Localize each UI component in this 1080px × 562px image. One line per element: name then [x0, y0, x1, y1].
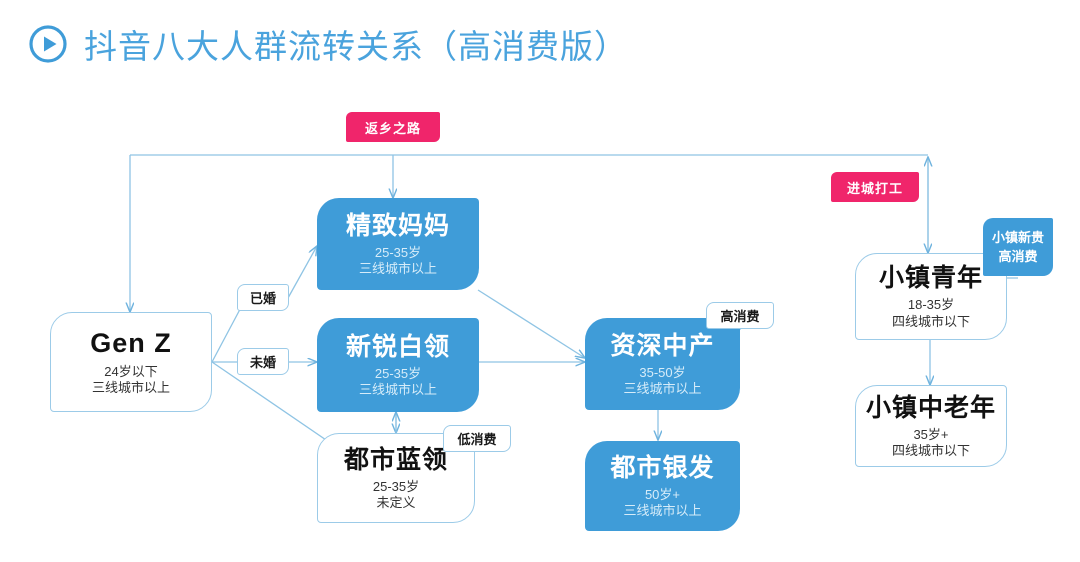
badge-return-home[interactable]: 返乡之路 — [346, 112, 440, 142]
node-age: 35-50岁 — [639, 364, 686, 380]
node-age: 24岁以下 — [104, 364, 158, 380]
node-dushilanling[interactable]: 都市蓝领 25-35岁 未定义 — [317, 433, 475, 523]
node-xinruibailing[interactable]: 新锐白领 25-35岁 三线城市以上 — [317, 318, 479, 412]
node-subtitle: 50岁+ 三线城市以上 — [623, 487, 701, 520]
node-age: 25-35岁 — [374, 365, 422, 381]
node-title: 资深中产 — [610, 331, 715, 360]
tag-low-spend[interactable]: 低消费 — [443, 425, 511, 452]
node-subtitle: 25-35岁 未定义 — [373, 479, 419, 512]
node-city: 未定义 — [376, 495, 416, 511]
tag-married[interactable]: 已婚 — [237, 284, 289, 311]
badge-line-1: 小镇新贵 — [991, 229, 1044, 245]
node-city: 三线城市以上 — [623, 503, 702, 519]
node-subtitle: 35岁+ 四线城市以下 — [892, 427, 970, 460]
node-subtitle: 18-35岁 四线城市以下 — [892, 297, 970, 330]
page-title: 抖音八大人群流转关系（高消费版） — [84, 28, 628, 65]
node-city: 三线城市以上 — [623, 381, 702, 397]
node-title: 新锐白领 — [345, 332, 450, 361]
node-title: 小镇青年 — [878, 264, 983, 293]
node-subtitle: 25-35岁 三线城市以上 — [359, 245, 437, 278]
node-title: 精致妈妈 — [345, 211, 450, 240]
node-age: 35岁+ — [913, 426, 949, 442]
node-subtitle: 24岁以下 三线城市以上 — [92, 364, 170, 397]
node-city: 四线城市以下 — [891, 443, 970, 459]
node-title: Gen Z — [90, 328, 172, 359]
wire-genz-to-mama — [287, 246, 317, 299]
node-gen-z[interactable]: Gen Z 24岁以下 三线城市以上 — [50, 312, 212, 412]
tag-unmarried[interactable]: 未婚 — [237, 348, 289, 375]
node-city: 三线城市以上 — [358, 382, 437, 398]
node-zishenzhongchan[interactable]: 资深中产 35-50岁 三线城市以上 — [585, 318, 740, 410]
play-circle-icon — [28, 24, 68, 64]
node-subtitle: 25-35岁 三线城市以上 — [359, 366, 437, 399]
badge-line-2: 高消费 — [998, 249, 1038, 264]
node-xiaozhenlaonian[interactable]: 小镇中老年 35岁+ 四线城市以下 — [855, 385, 1007, 467]
node-jingzhimama[interactable]: 精致妈妈 25-35岁 三线城市以上 — [317, 198, 479, 290]
badge-go-to-city[interactable]: 进城打工 — [831, 172, 919, 202]
wire-mama-to-zhongchan — [477, 289, 585, 358]
node-age: 18-35岁 — [907, 297, 955, 313]
node-dushiyinfa[interactable]: 都市银发 50岁+ 三线城市以上 — [585, 441, 740, 531]
node-title: 小镇中老年 — [865, 393, 996, 422]
node-age: 25-35岁 — [374, 244, 422, 260]
node-city: 三线城市以上 — [358, 261, 437, 277]
node-title: 都市蓝领 — [343, 445, 448, 474]
tag-high-spend[interactable]: 高消费 — [706, 302, 774, 329]
node-title: 都市银发 — [610, 453, 715, 482]
node-xiaozhenqingnian[interactable]: 小镇青年 18-35岁 四线城市以下 — [855, 253, 1007, 340]
node-city: 四线城市以下 — [891, 313, 970, 329]
node-city: 三线城市以上 — [91, 380, 170, 396]
node-age: 25-35岁 — [372, 478, 420, 494]
node-subtitle: 35-50岁 三线城市以上 — [623, 365, 701, 398]
node-age: 50岁+ — [644, 486, 681, 502]
badge-town-elite[interactable]: 小镇新贵 高消费 — [983, 218, 1053, 276]
page-header: 抖音八大人群流转关系（高消费版） — [28, 20, 628, 68]
